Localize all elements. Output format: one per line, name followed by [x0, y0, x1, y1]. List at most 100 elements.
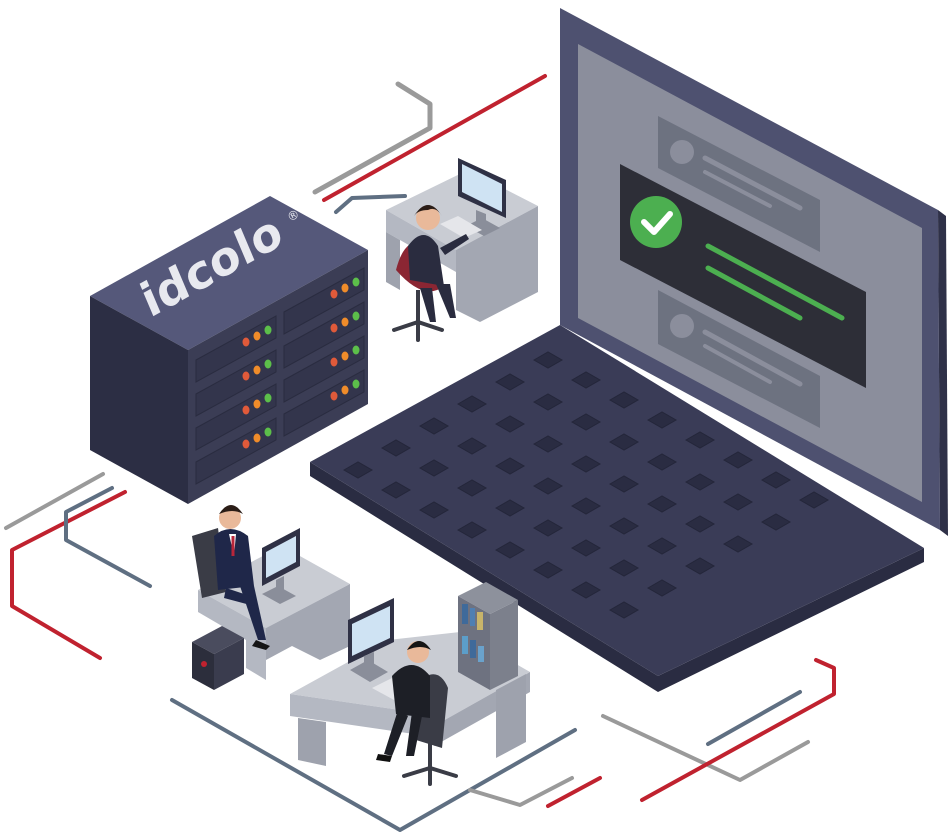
keyboard-key: [684, 557, 716, 575]
status-led: [352, 345, 360, 355]
circuit-line-top-red: [322, 74, 547, 202]
status-led: [242, 371, 250, 381]
keyboard-key: [532, 351, 564, 369]
desk-left-man: [192, 505, 350, 690]
keyboard-key: [532, 435, 564, 453]
keyboard-key: [570, 413, 602, 431]
status-led: [352, 277, 360, 287]
woman-worker: [392, 205, 469, 342]
monitor-icon: [348, 598, 394, 682]
keyboard-key: [456, 479, 488, 497]
circuit-line-bottom-gray: [468, 776, 574, 807]
keyboard-key: [760, 471, 792, 489]
status-led: [264, 359, 272, 369]
monitor-icon: [458, 158, 506, 236]
keyboard-key: [494, 541, 526, 559]
screen-card-bottom: [658, 290, 820, 428]
keyboard-key: [608, 517, 640, 535]
keyboard-key: [380, 481, 412, 499]
keyboard: [342, 351, 830, 619]
status-led: [264, 427, 272, 437]
keyboard-key: [608, 433, 640, 451]
keyboard-key: [608, 475, 640, 493]
desk-bottom-man: [290, 582, 530, 786]
keyboard-key: [418, 417, 450, 435]
monitor-icon: [262, 528, 300, 604]
keyboard-key: [646, 495, 678, 513]
keyboard-key: [684, 473, 716, 491]
keyboard-key: [570, 497, 602, 515]
status-led: [253, 399, 261, 409]
success-line-2: [705, 265, 803, 321]
keyboard-key: [532, 477, 564, 495]
keyboard-key: [608, 559, 640, 577]
bookshelf: [458, 582, 518, 690]
keyboard-key: [418, 459, 450, 477]
keyboard-key: [722, 451, 754, 469]
keyboard-key: [570, 371, 602, 389]
keyboard-key: [456, 521, 488, 539]
keyboard-key: [456, 437, 488, 455]
status-led: [242, 405, 250, 415]
status-led: [330, 323, 338, 333]
status-led: [242, 337, 250, 347]
keyboard-key: [456, 395, 488, 413]
circuit-line-right-red: [640, 658, 836, 802]
circuit-line-top-slate: [334, 194, 407, 214]
keyboard-key: [646, 453, 678, 471]
keyboard-key: [608, 601, 640, 619]
laptop-base: [310, 325, 924, 676]
rack-front: [90, 296, 188, 504]
keyboard-key: [760, 513, 792, 531]
keyboard-key: [608, 391, 640, 409]
keyboard-key: [494, 499, 526, 517]
circuit-line-top-gray: [312, 81, 433, 195]
status-led: [352, 311, 360, 321]
status-led: [242, 439, 250, 449]
man-worker-left: [192, 505, 270, 650]
status-led: [264, 393, 272, 403]
status-led: [264, 325, 272, 335]
keyboard-small: [440, 216, 482, 238]
status-led: [253, 365, 261, 375]
keyboard-key: [570, 539, 602, 557]
keyboard-key: [418, 501, 450, 519]
status-led: [341, 351, 349, 361]
screen-card-top: [658, 116, 820, 252]
status-led: [253, 331, 261, 341]
status-led: [330, 391, 338, 401]
circuit-line-bottom-slate: [170, 698, 577, 832]
keyboard-key: [646, 579, 678, 597]
pc-tower-icon: [192, 626, 244, 690]
rack-top: [90, 196, 368, 350]
rack-slots: [195, 267, 365, 485]
screen-panel-success: [620, 164, 866, 388]
status-led: [341, 283, 349, 293]
keyboard-key: [494, 415, 526, 433]
circuit-line-left-gray: [4, 472, 105, 530]
laptop: [310, 8, 948, 692]
circuit-line-right-gray: [601, 714, 810, 782]
keyboard-key: [646, 411, 678, 429]
keyboard-key: [646, 537, 678, 555]
keyboard-key: [532, 519, 564, 537]
keyboard-key: [532, 561, 564, 579]
circuit-line-left-red: [10, 490, 127, 660]
circuit-line-bottom-red: [546, 776, 602, 808]
keyboard-key: [798, 491, 830, 509]
check-icon: [630, 196, 682, 248]
circuit-line-right-slate: [706, 690, 802, 746]
keyboard-key: [494, 457, 526, 475]
status-led: [330, 357, 338, 367]
man-worker-bottom: [376, 641, 458, 786]
status-led: [330, 289, 338, 299]
keyboard-key: [570, 581, 602, 599]
keyboard-key: [684, 515, 716, 533]
status-led: [341, 385, 349, 395]
keyboard-key: [494, 373, 526, 391]
laptop-base-side: [310, 462, 924, 692]
status-led: [253, 433, 261, 443]
desk-top-woman: [386, 158, 538, 342]
keyboard-key: [722, 493, 754, 511]
